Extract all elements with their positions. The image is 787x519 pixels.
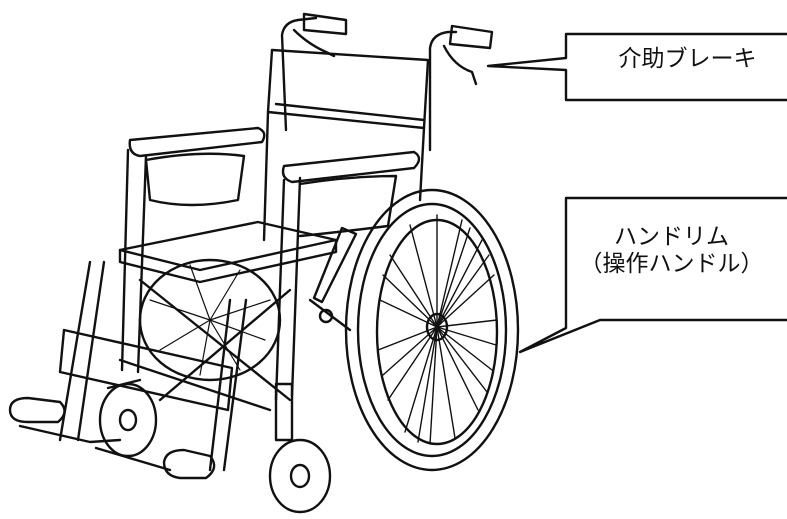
leg-strap <box>58 328 234 412</box>
callout-label-brake: 介助ブレーキ <box>618 46 757 72</box>
armrest-right <box>281 150 421 184</box>
rear-wheel <box>344 188 520 472</box>
push-handle-right <box>428 24 494 152</box>
callout-box-brake <box>486 32 787 102</box>
callout-label-handrim: ハンドリム （操作ハンドル） <box>556 224 787 278</box>
callout-box-handrim <box>518 196 787 354</box>
frame <box>120 110 426 402</box>
parking-brake-lever <box>308 226 358 332</box>
callout-label-handrim-line2: （操作ハンドル） <box>579 251 764 278</box>
backrest <box>266 48 430 130</box>
footplate-left <box>8 396 122 444</box>
seat <box>118 220 338 284</box>
callout-label-handrim-line1: ハンドリム <box>614 224 729 250</box>
armrest-left <box>128 126 266 158</box>
front-caster-left <box>98 378 158 458</box>
front-caster-right <box>268 382 332 514</box>
push-handle-left <box>280 12 348 132</box>
footplate-right <box>94 446 216 480</box>
side-guard <box>144 152 398 238</box>
